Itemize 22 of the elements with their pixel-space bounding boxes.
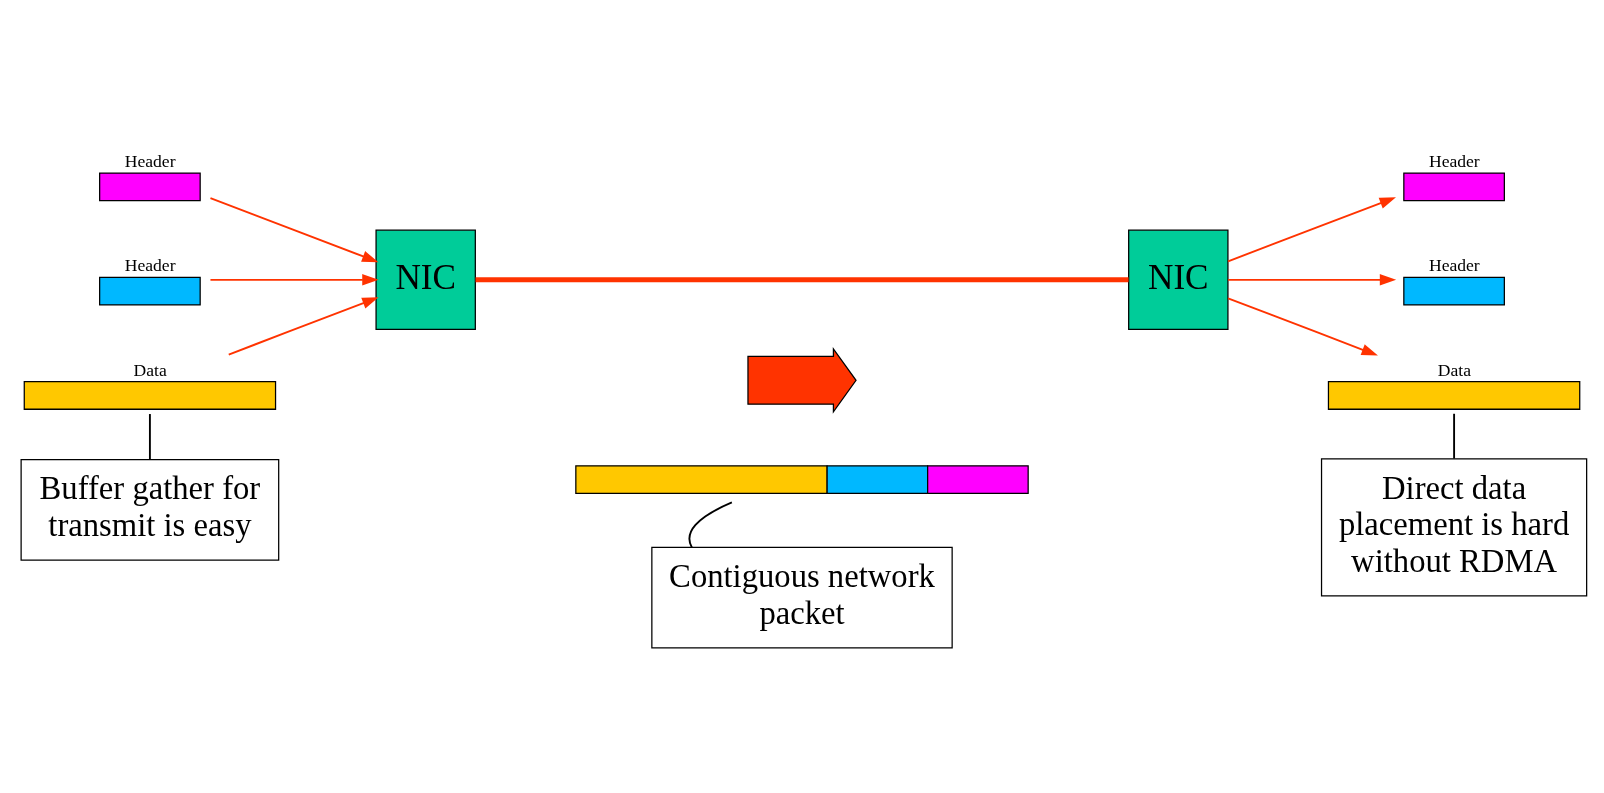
arrow: [1227, 296, 1378, 356]
node-label: Data: [1437, 359, 1471, 380]
node-box: Contiguous network packet: [651, 546, 953, 649]
connector: [475, 276, 1129, 282]
node-label: Header: [1428, 150, 1480, 171]
connector: [148, 412, 151, 460]
node-label: Header: [1428, 254, 1480, 275]
node-box: Buffer gather for transmit is easy: [20, 458, 280, 561]
node-arrow: [747, 346, 857, 414]
node-box: NIC: [1128, 229, 1229, 330]
node-box: Direct data placement is hard without RDMA: [1320, 457, 1588, 596]
node-label: Header: [124, 150, 176, 171]
connector: [1453, 412, 1456, 459]
arrow: [209, 196, 379, 262]
node-label: Header: [124, 254, 176, 275]
node-label: Data: [133, 359, 167, 380]
arrow: [1227, 196, 1396, 262]
arrow: [1227, 273, 1397, 286]
arrow: [209, 273, 379, 286]
arrow: [227, 296, 379, 355]
connector: [688, 500, 733, 548]
node-box: NIC: [375, 229, 476, 330]
